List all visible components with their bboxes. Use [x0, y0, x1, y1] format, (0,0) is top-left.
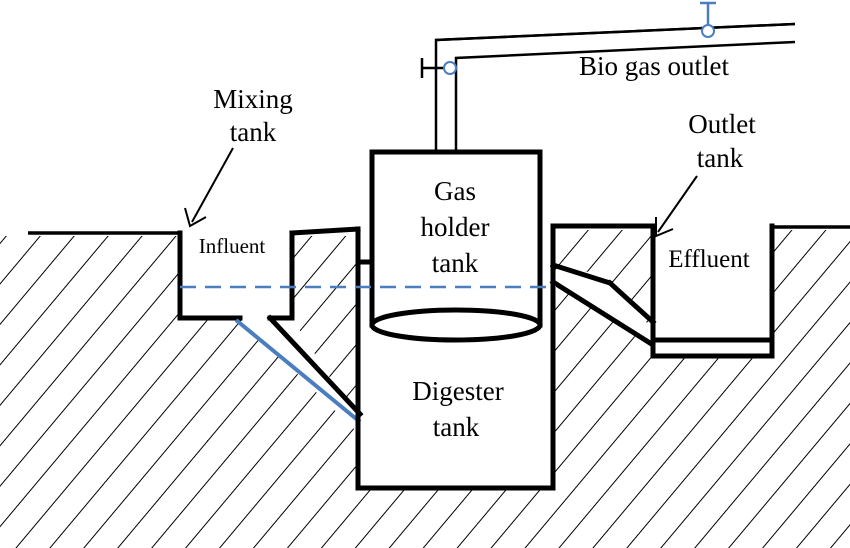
- mixing-tank-label-line1: Mixing: [213, 84, 293, 114]
- effluent-label: Effluent: [668, 246, 750, 273]
- gas-valve-top-icon: [700, 1, 716, 38]
- gas-holder-label-line3: tank: [432, 248, 479, 278]
- gas-valve-left-icon: [420, 58, 457, 78]
- gas-pipe: [434, 22, 796, 152]
- mixing-tank: [177, 226, 364, 418]
- ground-surface: [28, 225, 850, 235]
- gas-holder-label-line2: holder: [421, 212, 490, 242]
- outlet-tank-label-line2: tank: [697, 143, 744, 173]
- inlet-pipe: [234, 318, 362, 424]
- outlet-tank: [549, 223, 775, 359]
- digester-label-line1: Digester: [412, 376, 503, 406]
- outlet-tank-label-line1: Outlet: [688, 109, 756, 139]
- influent-label: Influent: [199, 234, 266, 258]
- bio-gas-outlet-label: Bio gas outlet: [579, 51, 729, 81]
- mixing-tank-arrow: [184, 147, 234, 228]
- gas-holder-label-line1: Gas: [434, 176, 476, 206]
- outlet-tank-arrow: [655, 175, 698, 238]
- mixing-tank-label-line2: tank: [230, 117, 277, 147]
- digester-label-line2: tank: [433, 412, 480, 442]
